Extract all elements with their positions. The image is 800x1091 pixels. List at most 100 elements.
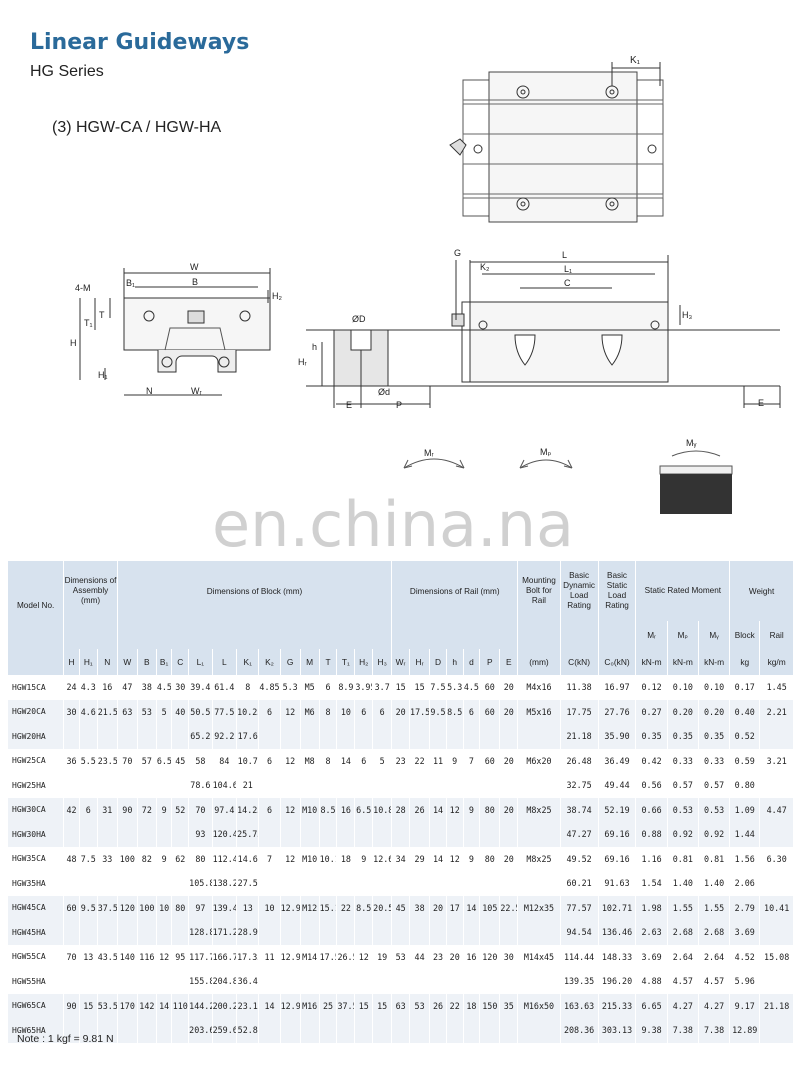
cell-n: [97, 1018, 118, 1043]
cell-h2: 6: [354, 699, 374, 724]
cell-wr: 53: [391, 944, 411, 969]
cell-hr: 22: [409, 748, 431, 773]
cell-mp: 0.81: [667, 846, 699, 871]
symbol-header: C(kN): [560, 649, 599, 675]
table-row: HGW20CA304.621.5635354050.577.510.25612M…: [8, 699, 794, 724]
symbol-header: kN-m: [667, 649, 699, 675]
cell-b1: [156, 920, 173, 945]
cell-wr: [391, 871, 411, 896]
cell-h: [446, 871, 464, 896]
cell-block: 3.69: [729, 920, 761, 945]
cell-d: [429, 773, 447, 798]
cell-c_kn: 49.52: [560, 846, 599, 871]
cell-c0_kn: 196.20: [598, 969, 637, 994]
cell-w: 140: [117, 944, 138, 969]
symbol-header: d: [463, 649, 481, 675]
cell-e: [499, 773, 519, 798]
cell-b: [137, 871, 157, 896]
cell-t: [319, 724, 338, 749]
cell-p: 120: [479, 944, 501, 969]
cell-hr: [409, 871, 431, 896]
label-od-small: Ød: [378, 387, 390, 397]
cell-c: [171, 724, 190, 749]
cell-l1: 78.6: [188, 773, 213, 798]
cell-h1: 6: [79, 797, 98, 822]
cell-h1: [79, 724, 98, 749]
cell-h1: [79, 1018, 98, 1043]
symbol-header: W: [117, 649, 138, 675]
cell-h: [446, 773, 464, 798]
cell-d: 7.5: [429, 675, 447, 700]
cell-b: 100: [137, 895, 157, 920]
cell-d: 20: [429, 895, 447, 920]
table-row: HGW30HA93120.425.7547.2769.160.880.920.9…: [8, 822, 794, 847]
cell-l: 166.7: [212, 944, 238, 969]
cell-b: 82: [137, 846, 157, 871]
model-cell: HGW35CA: [8, 846, 65, 871]
cell-mr: 0.27: [635, 699, 668, 724]
cell-mr: 9.38: [635, 1018, 668, 1043]
cell-mp: 1.55: [667, 895, 699, 920]
cell-b1: [156, 1018, 173, 1043]
cell-l1: 65.2: [188, 724, 213, 749]
cell-k2: 14: [258, 993, 281, 1018]
cell-b: [137, 920, 157, 945]
cell-p: [479, 1018, 501, 1043]
cell-my: 0.53: [698, 797, 731, 822]
cell-l1: 97: [188, 895, 213, 920]
cell-bolt: [517, 969, 561, 994]
cell-h: 5.3: [446, 675, 464, 700]
cell-n: 43.5: [97, 944, 118, 969]
cell-c0_kn: 136.46: [598, 920, 637, 945]
cell-l1: 80: [188, 846, 213, 871]
cell-d: 14: [463, 895, 481, 920]
cell-c0_kn: 36.49: [598, 748, 637, 773]
cell-b1: [156, 969, 173, 994]
cell-e: [499, 724, 519, 749]
col-bolt: Mounting Bolt for Rail: [517, 561, 561, 621]
cell-k2: 6: [258, 748, 281, 773]
cell-d: 7: [463, 748, 481, 773]
cell-bolt: M14x45: [517, 944, 561, 969]
cell-b1: [156, 822, 173, 847]
col-model: Model No.: [8, 561, 65, 649]
cell-p: 80: [479, 846, 501, 871]
label-hr: Hᵣ: [298, 357, 307, 367]
cell-k1: 8: [236, 675, 260, 700]
cell-d: [463, 969, 481, 994]
cell-rail: [759, 969, 794, 994]
symbol-header: K₂: [258, 649, 281, 675]
cell-m: M12: [300, 895, 320, 920]
cell-g: 12: [280, 748, 301, 773]
cell-rail: 2.21: [759, 699, 794, 724]
table-row: HGW30CA4263190729527097.414.25612M108.51…: [8, 797, 794, 822]
cell-h1: 15: [79, 993, 98, 1018]
cell-h: 30: [63, 699, 80, 724]
cell-t1: 8.9: [336, 675, 356, 700]
cell-e: 22.5: [499, 895, 519, 920]
cell-wr: 45: [391, 895, 411, 920]
symbol-header: D: [429, 649, 447, 675]
symbol-header: B₁: [156, 649, 173, 675]
cell-h: 70: [63, 944, 80, 969]
cell-e: [499, 920, 519, 945]
cell-bolt: M8x25: [517, 797, 561, 822]
cell-t1: 22: [336, 895, 356, 920]
label-h2: H₂: [272, 291, 282, 301]
cell-g: 12.9: [280, 993, 301, 1018]
cell-m: M16: [300, 993, 320, 1018]
cell-d: 26: [429, 993, 447, 1018]
cell-b: 38: [137, 675, 157, 700]
page-subtitle: HG Series: [30, 63, 104, 80]
cell-t1: [336, 773, 356, 798]
cell-block: 2.06: [729, 871, 761, 896]
cell-n: [97, 969, 118, 994]
cell-w: 63: [117, 699, 138, 724]
cell-m: M8: [300, 748, 320, 773]
cell-c0_kn: 69.16: [598, 846, 637, 871]
cell-m: M6: [300, 699, 320, 724]
cell-mr: 2.63: [635, 920, 668, 945]
cell-bolt: [517, 724, 561, 749]
